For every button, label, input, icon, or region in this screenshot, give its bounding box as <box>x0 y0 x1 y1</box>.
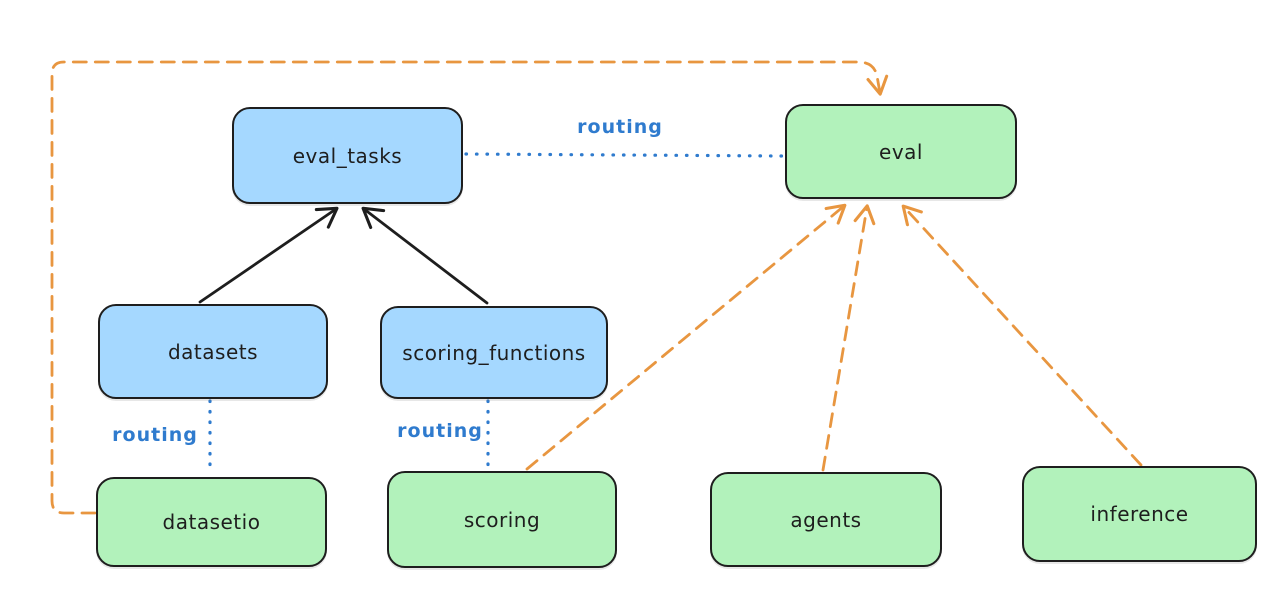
node-agents-label: agents <box>790 507 862 532</box>
node-datasetio: datasetio <box>96 477 327 567</box>
edge-datasets-to-eval-tasks <box>198 206 339 304</box>
node-scoring-functions-label: scoring_functions <box>402 340 586 365</box>
edge-label-routing-eval-tasks-eval: routing <box>577 116 663 138</box>
node-eval-tasks: eval_tasks <box>232 107 463 204</box>
edge-inference-to-eval <box>901 204 1143 467</box>
edge-eval-tasks-to-eval-routing <box>464 152 784 158</box>
edge-datasetio-to-eval <box>50 60 889 515</box>
node-inference: inference <box>1022 466 1257 562</box>
node-agents: agents <box>710 472 942 567</box>
node-datasetio-label: datasetio <box>162 510 261 534</box>
node-inference-label: inference <box>1090 502 1189 526</box>
edge-label-routing-datasets-datasetio: routing <box>112 424 198 446</box>
node-eval: eval <box>785 104 1017 199</box>
node-scoring-functions: scoring_functions <box>380 306 608 399</box>
edge-agents-to-eval <box>821 204 876 472</box>
node-eval-label: eval <box>879 139 923 164</box>
node-eval-tasks-label: eval_tasks <box>292 143 403 168</box>
node-scoring-label: scoring <box>463 507 541 532</box>
node-scoring: scoring <box>387 471 617 568</box>
edge-label-routing-scoring-functions-scoring: routing <box>397 420 483 442</box>
edge-scoring-functions-to-eval-tasks <box>361 206 489 305</box>
node-datasets-label: datasets <box>167 339 259 364</box>
edge-scoring-to-eval <box>525 203 847 471</box>
node-datasets: datasets <box>98 304 328 399</box>
